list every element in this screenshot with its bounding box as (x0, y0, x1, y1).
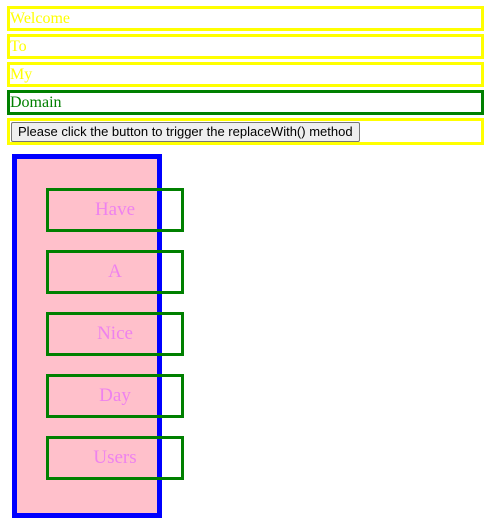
card-have: Have (46, 188, 184, 232)
domain-text: Domain (10, 94, 62, 111)
replace-with-button[interactable]: Please click the button to trigger the r… (11, 122, 360, 142)
card-users: Users (46, 436, 184, 480)
card-have-text: Have (94, 199, 136, 220)
card-users-text: Users (93, 447, 137, 468)
button-row: Please click the button to trigger the r… (7, 118, 484, 145)
my-text: My (10, 66, 33, 83)
blue-panel (12, 154, 162, 518)
to-text: To (10, 38, 27, 55)
card-nice: Nice (46, 312, 184, 356)
card-day-text: Day (99, 385, 131, 406)
to-row: To (7, 34, 484, 59)
card-a: A (46, 250, 184, 294)
card-day: Day (46, 374, 184, 418)
welcome-text: Welcome (10, 10, 71, 27)
domain-row: Domain (7, 90, 484, 115)
card-nice-text: Nice (97, 323, 133, 344)
card-a-text: A (108, 261, 122, 282)
welcome-row: Welcome (7, 6, 484, 31)
my-row: My (7, 62, 484, 87)
